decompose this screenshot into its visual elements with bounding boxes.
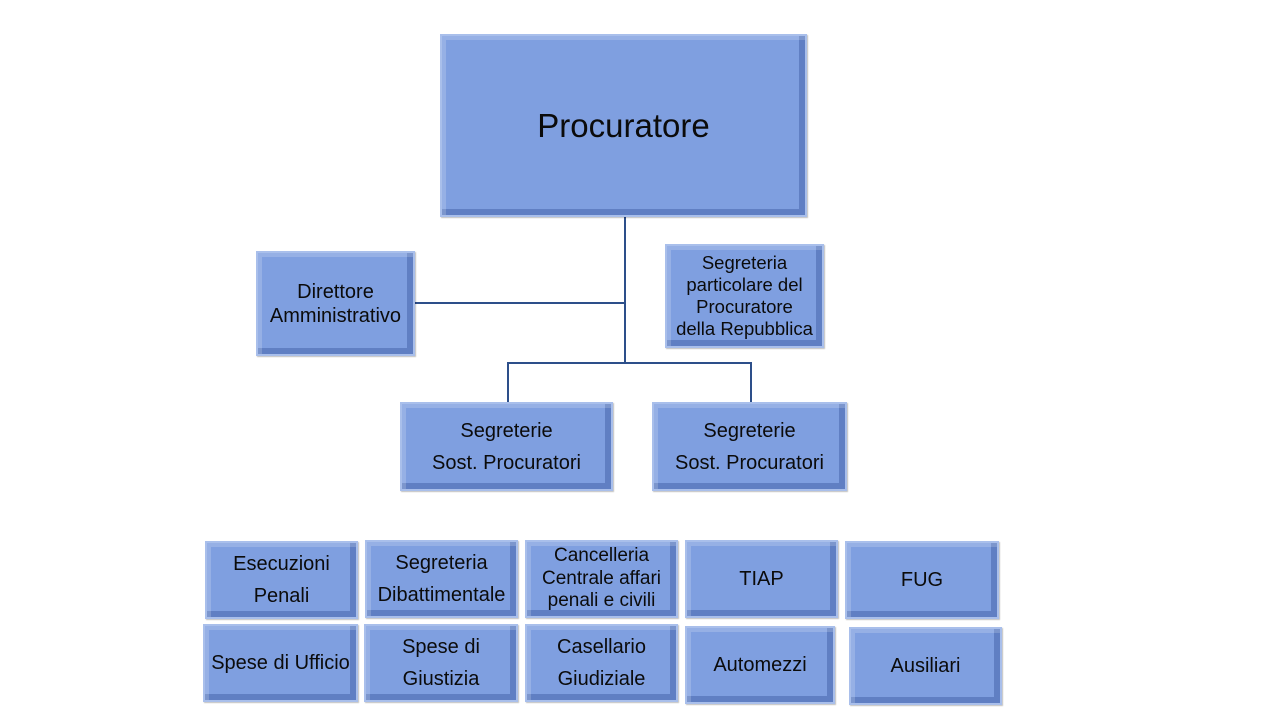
- node-label: particolare del: [686, 273, 803, 295]
- node-segreteria-dibattimentale: Segreteria Dibattimentale: [365, 540, 518, 618]
- connector-to-director: [414, 302, 625, 304]
- node-spese-di-giustizia: Spese di Giustizia: [364, 624, 518, 702]
- node-label: Automezzi: [713, 654, 807, 676]
- node-direttore-amministrativo: Direttore Amministrativo: [256, 251, 415, 356]
- node-label: Segreteria: [701, 251, 788, 273]
- connector-root-down: [624, 216, 626, 362]
- node-cancelleria-centrale: Cancelleria Centrale affari penali e civ…: [525, 540, 678, 618]
- node-label: Centrale affari: [542, 567, 661, 589]
- node-label: della Repubblica: [676, 318, 813, 340]
- connector-to-secretariat-right: [750, 362, 752, 402]
- node-label: Segreteria: [395, 552, 488, 574]
- node-label: TIAP: [739, 568, 784, 590]
- node-label: penali e civili: [547, 590, 656, 612]
- node-label: Spese di: [402, 636, 480, 658]
- node-spese-di-ufficio: Spese di Ufficio: [203, 624, 358, 702]
- node-automezzi: Automezzi: [685, 626, 835, 704]
- node-fug: FUG: [845, 541, 999, 619]
- node-label: Giudiziale: [557, 668, 646, 690]
- node-segreterie-sost-procuratori-right: Segreterie Sost. Procuratori: [652, 402, 847, 491]
- node-label: Amministrativo: [269, 304, 402, 327]
- node-label: Casellario: [557, 636, 646, 658]
- node-label: Cancelleria: [553, 544, 650, 566]
- node-label: Direttore: [297, 280, 374, 303]
- connector-secretariats-bar: [507, 362, 751, 364]
- node-label: Procuratore: [696, 296, 793, 317]
- node-segreteria-particolare: Segreteria particolare del Procuratore d…: [665, 244, 824, 348]
- node-tiap: TIAP: [685, 540, 838, 618]
- node-label: Penali: [253, 585, 310, 607]
- connector-to-secretariat-left: [507, 362, 509, 402]
- node-label: Sost. Procuratori: [432, 451, 581, 474]
- node-label: Sost. Procuratori: [675, 451, 824, 474]
- node-ausiliari: Ausiliari: [849, 627, 1002, 705]
- node-label: Dibattimentale: [377, 584, 506, 606]
- node-label: FUG: [900, 569, 944, 591]
- node-esecuzioni-penali: Esecuzioni Penali: [205, 541, 358, 619]
- node-label: Ausiliari: [890, 655, 961, 677]
- node-label: Spese di Ufficio: [211, 652, 350, 674]
- node-label: Esecuzioni: [233, 553, 330, 575]
- node-label: Segreterie: [703, 419, 796, 442]
- node-procuratore: Procuratore: [440, 34, 807, 217]
- node-label: Giustizia: [402, 668, 480, 690]
- node-casellario-giudiziale: Casellario Giudiziale: [525, 624, 678, 702]
- node-label: Segreterie: [460, 419, 553, 442]
- node-segreterie-sost-procuratori-left: Segreterie Sost. Procuratori: [400, 402, 613, 491]
- node-label: Procuratore: [537, 106, 710, 144]
